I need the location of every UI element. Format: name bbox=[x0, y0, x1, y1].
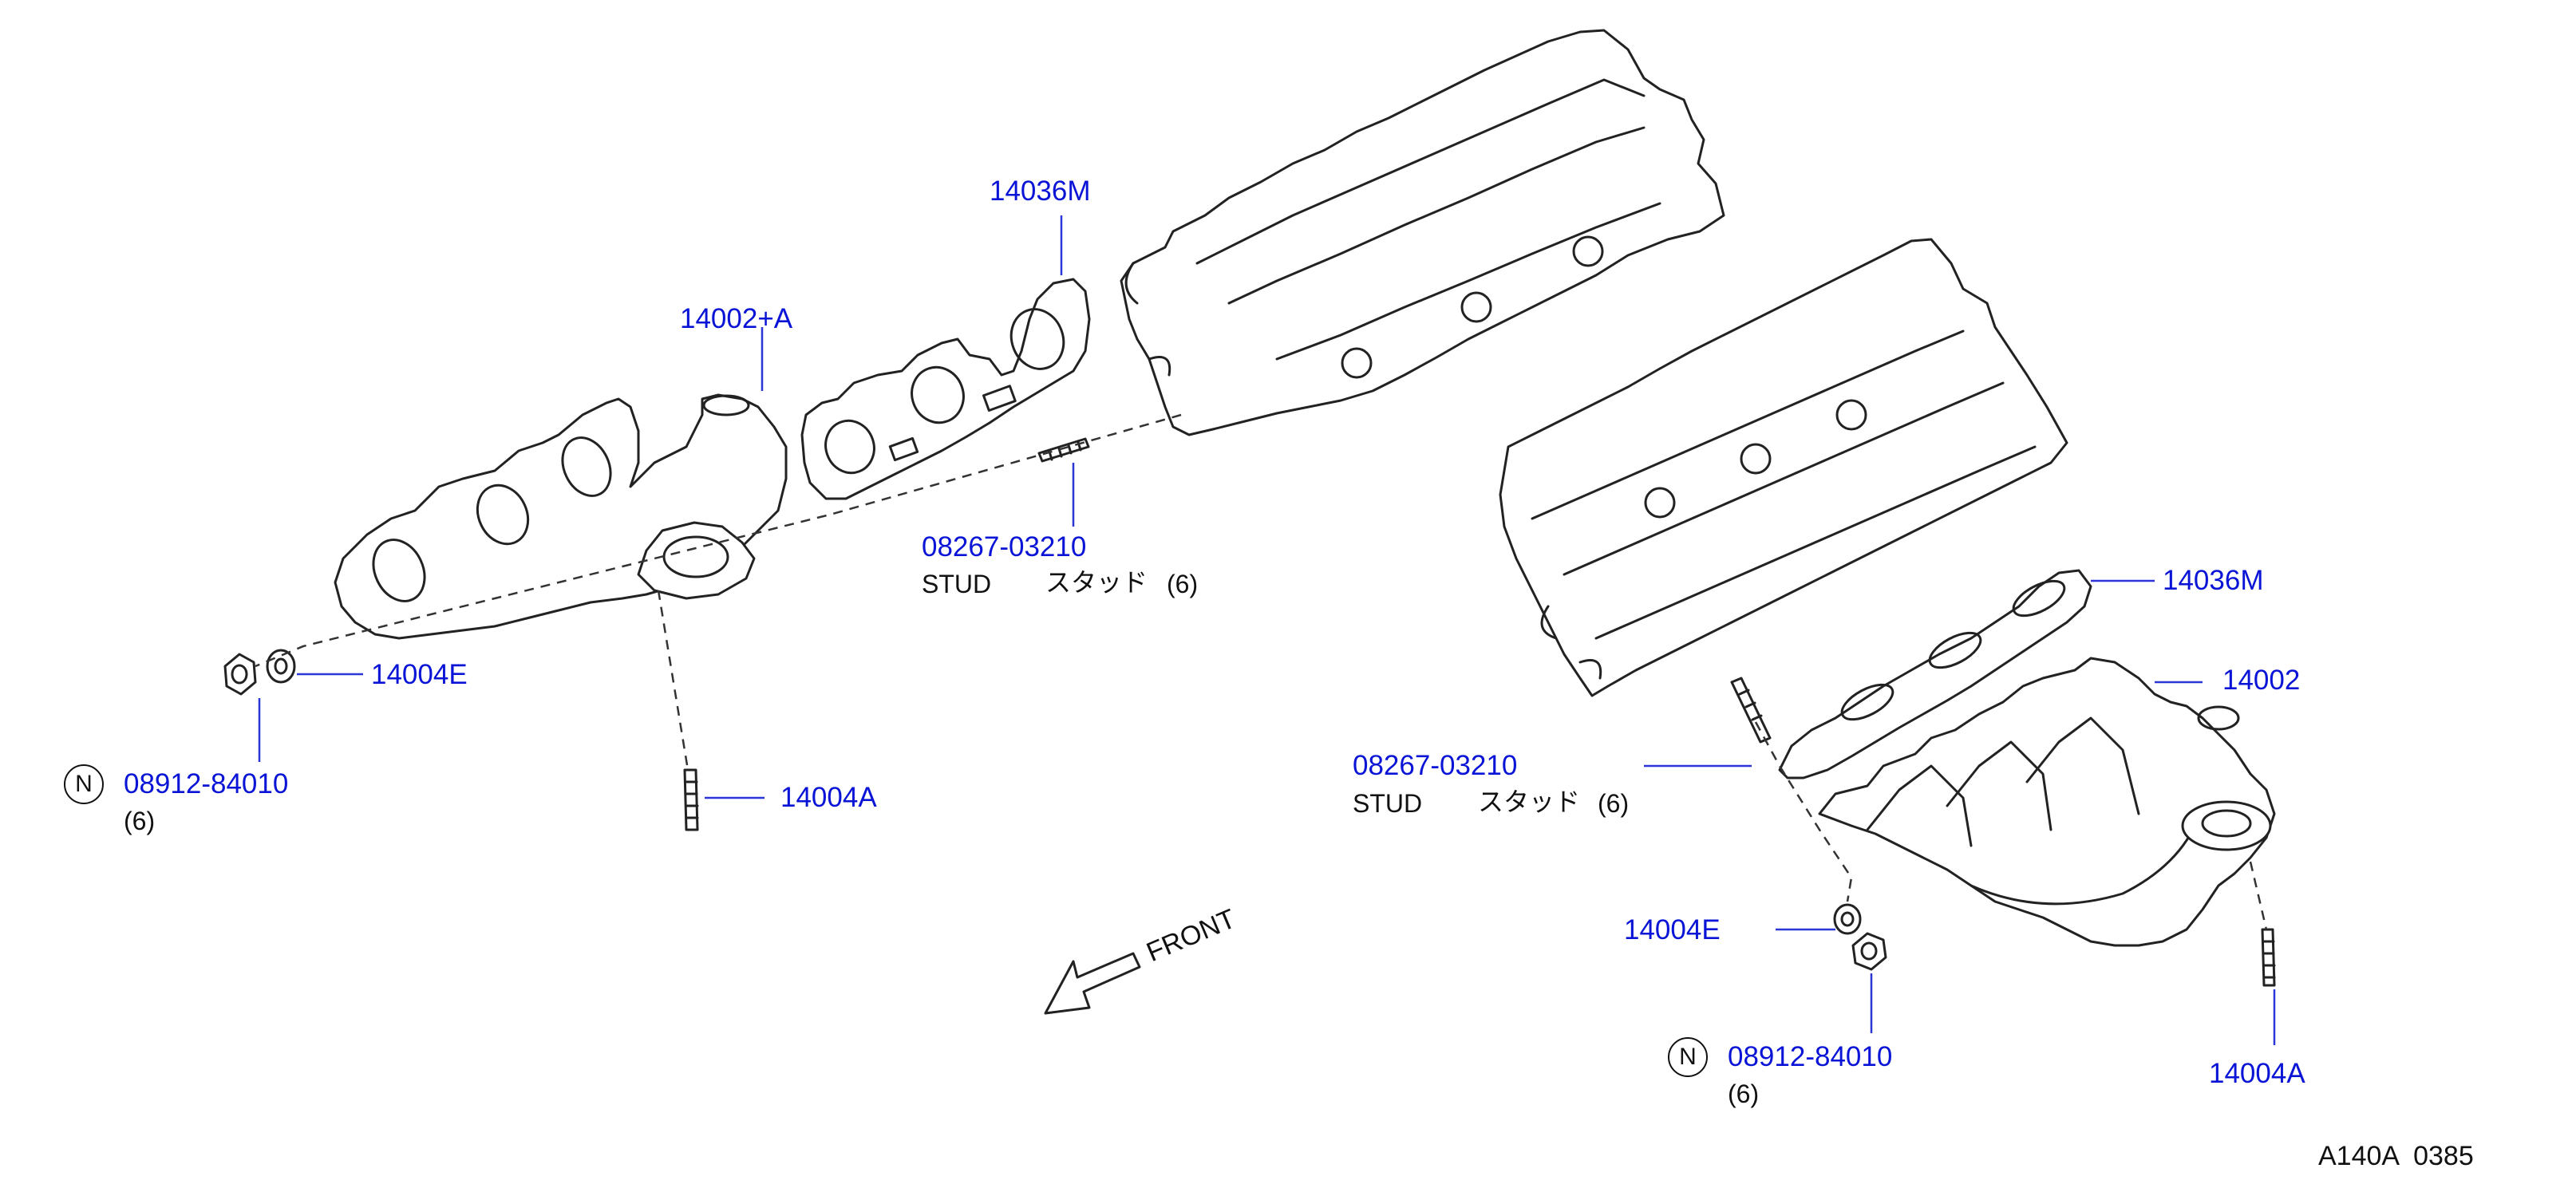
diagram-id: A140A 0385 bbox=[2318, 1141, 2474, 1171]
stud-08267-right bbox=[1730, 677, 1772, 744]
label-stud-small-right[interactable]: 14004A bbox=[2209, 1058, 2305, 1089]
label-washer-right[interactable]: 14004E bbox=[1624, 914, 1721, 945]
manifold-right bbox=[1818, 657, 2276, 947]
label-stud-left-name: STUD bbox=[922, 570, 992, 598]
label-manifold-left[interactable]: 14002+A bbox=[680, 303, 793, 334]
nut-right bbox=[1851, 932, 1887, 971]
label-nut-right-number[interactable]: 08912-84010 bbox=[1728, 1041, 1893, 1072]
leader-lines bbox=[258, 215, 2276, 1045]
cylinder-head-left bbox=[1120, 29, 1725, 436]
label-nut-left-number[interactable]: 08912-84010 bbox=[124, 768, 289, 799]
manifold-left bbox=[334, 393, 788, 640]
stud-14004a-right bbox=[2261, 928, 2276, 987]
label-stud-left-number[interactable]: 08267-03210 bbox=[922, 531, 1087, 562]
label-stud-small-left[interactable]: 14004A bbox=[780, 782, 877, 813]
label-stud-right-name: STUD bbox=[1353, 789, 1423, 818]
stud-14004a-left bbox=[683, 768, 699, 831]
label-stud-right-name-jp: スタッド bbox=[1478, 787, 1581, 817]
label-gasket-right[interactable]: 14036M bbox=[2163, 565, 2264, 596]
gasket-left bbox=[800, 278, 1091, 500]
front-arrow-icon bbox=[1044, 952, 1141, 1015]
nut-right-n-badge: N bbox=[1668, 1037, 1708, 1077]
label-stud-left-qty: (6) bbox=[1167, 570, 1199, 598]
nut-left-n-badge: N bbox=[64, 764, 104, 804]
gasket-right bbox=[1778, 569, 2092, 779]
stud-08267-left bbox=[1037, 437, 1090, 463]
label-nut-right-qty: (6) bbox=[1728, 1079, 1760, 1108]
label-stud-right-qty: (6) bbox=[1598, 789, 1630, 818]
label-stud-left-name-jp: スタッド bbox=[1045, 567, 1148, 598]
label-nut-left-qty: (6) bbox=[124, 807, 156, 835]
nut-left bbox=[223, 653, 257, 696]
washer-left bbox=[266, 649, 296, 684]
label-stud-right-number[interactable]: 08267-03210 bbox=[1353, 750, 1518, 781]
cylinder-head-right bbox=[1499, 238, 2068, 697]
label-manifold-right[interactable]: 14002 bbox=[2222, 665, 2301, 696]
label-washer-left[interactable]: 14004E bbox=[371, 659, 468, 690]
label-gasket-left[interactable]: 14036M bbox=[990, 176, 1091, 207]
washer-right bbox=[1833, 903, 1862, 935]
